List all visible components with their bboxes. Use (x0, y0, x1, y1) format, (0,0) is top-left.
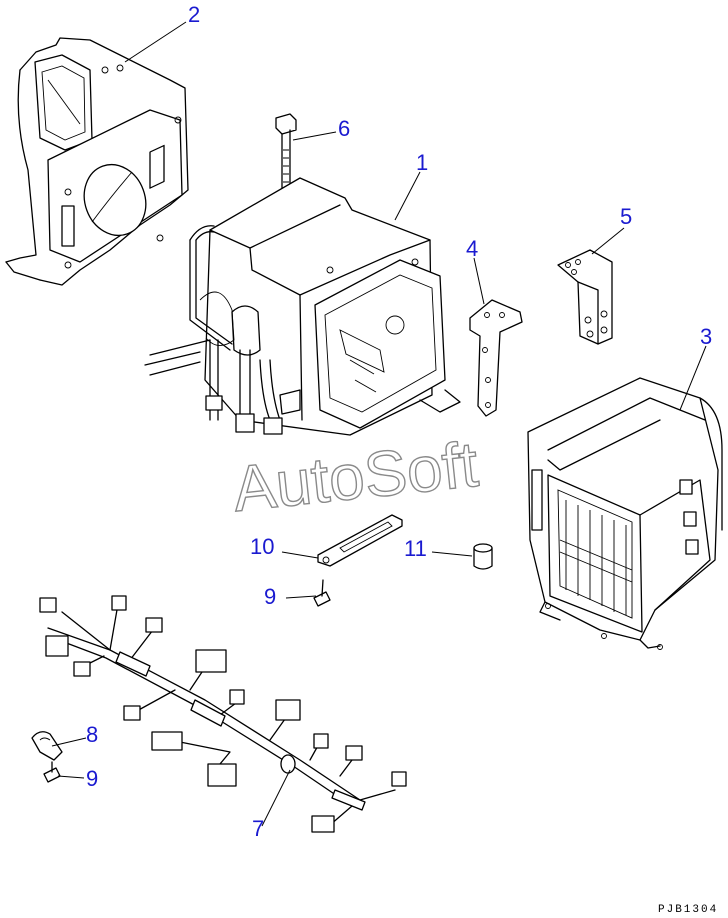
part-11-collar (473, 543, 493, 570)
callout-5: 5 (620, 204, 632, 229)
part-3-cooler-unit (527, 377, 723, 650)
leader-lines (51, 21, 707, 827)
part-9-screw-upper (313, 579, 331, 607)
watermark-text: AutoSoft (230, 428, 482, 525)
callout-4: 4 (466, 236, 478, 261)
part-9-screw-lower (43, 761, 61, 783)
part-2-blower-housing (5, 37, 189, 286)
part-1-heater-unit (144, 177, 461, 436)
part-10-strap (317, 514, 403, 567)
callout-7: 7 (252, 816, 264, 841)
callout-labels: 2 6 1 4 5 3 10 11 9 8 9 7 (86, 2, 712, 841)
callout-10: 10 (250, 534, 274, 559)
part-7-wiring-harness (39, 595, 407, 833)
callout-3: 3 (700, 324, 712, 349)
callout-8: 8 (86, 722, 98, 747)
callout-9-lower: 9 (86, 766, 98, 791)
callout-2: 2 (188, 2, 200, 27)
callout-1: 1 (416, 150, 428, 175)
part-4-bracket (469, 299, 523, 417)
part-8-clip (31, 731, 63, 761)
callout-6: 6 (338, 116, 350, 141)
callout-11: 11 (404, 536, 427, 561)
drawing-code: PJB1304 (658, 904, 718, 916)
part-5-bracket (557, 249, 613, 345)
callout-9-upper: 9 (264, 584, 276, 609)
